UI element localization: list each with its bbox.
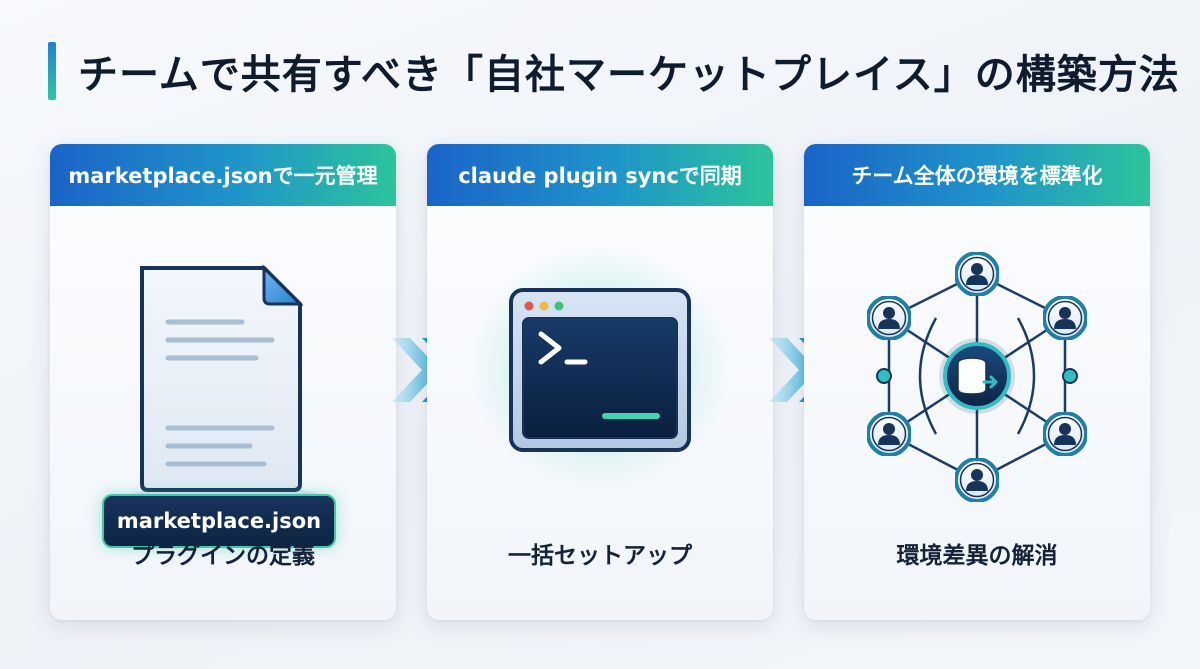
- team-network-icon: [867, 252, 1087, 502]
- json-file-badge: marketplace.json: [102, 494, 336, 548]
- step-caption: 一括セットアップ: [508, 543, 692, 569]
- step-card-marketplace-json: marketplace.jsonで一元管理: [50, 144, 396, 620]
- step-body: 一括セットアップ: [427, 206, 773, 620]
- step-card-team-standardize: チーム全体の環境を標準化: [804, 144, 1150, 620]
- step-body: 環境差異の解消: [804, 206, 1150, 620]
- step-caption: プラグインの定義: [131, 543, 315, 569]
- page-title-group: チームで共有すべき「自社マーケットプレイス」の構築方法: [48, 42, 1180, 100]
- page-title: チームで共有すべき「自社マーケットプレイス」の構築方法: [78, 52, 1180, 98]
- step-card-plugin-sync: claude plugin syncで同期: [427, 144, 773, 620]
- step-header: claude plugin syncで同期: [427, 144, 773, 206]
- step-caption: 環境差異の解消: [896, 543, 1058, 569]
- step-body: marketplace.json プラグインの定義: [50, 206, 396, 620]
- step-header: marketplace.jsonで一元管理: [50, 144, 396, 206]
- terminal-icon: [470, 246, 730, 486]
- step-header: チーム全体の環境を標準化: [804, 144, 1150, 206]
- title-accent-bar: [48, 42, 56, 100]
